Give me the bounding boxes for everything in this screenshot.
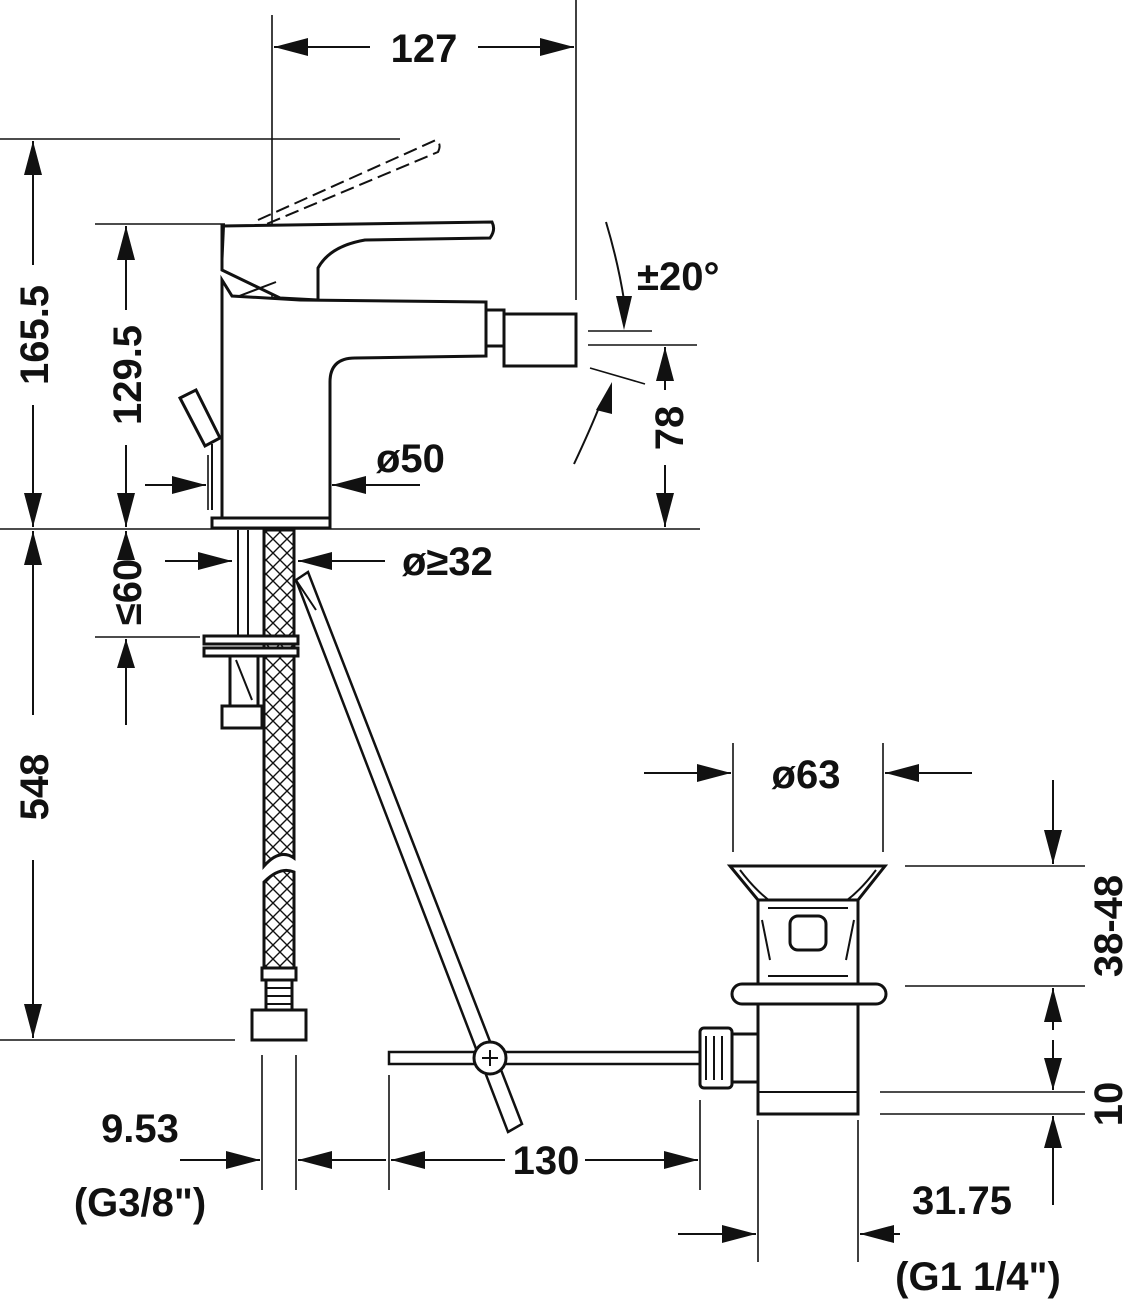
waste-valve	[698, 864, 889, 1116]
dim-hose-length: 548	[0, 531, 235, 1041]
label-548: 548	[13, 754, 57, 821]
popup-rod	[294, 570, 524, 1134]
horizontal-rod	[387, 1040, 709, 1076]
label-o50: ø50	[376, 437, 445, 481]
dim-height-total: 165.5	[0, 138, 400, 527]
label-78: 78	[648, 406, 692, 451]
label-31-75: 31.75	[912, 1179, 1012, 1223]
label-tilt: ±20°	[637, 255, 719, 299]
label-165-5: 165.5	[13, 285, 57, 385]
mixer-body	[177, 138, 578, 530]
label-10: 10	[1087, 1082, 1131, 1127]
dim-hose-size: 9.53 (G3/8")	[74, 1107, 386, 1225]
dim-waste-offset: 10	[880, 1040, 1131, 1205]
label-o63: ø63	[772, 753, 841, 797]
label-129-5: 129.5	[106, 325, 150, 425]
label-130: 130	[513, 1139, 580, 1183]
dim-base-diameter: ø50	[145, 437, 445, 510]
supply-hoses	[202, 528, 308, 1190]
label-le60: ≤60	[106, 559, 150, 625]
dim-waste-clamp: 38-48	[905, 780, 1131, 1030]
label-127: 127	[391, 27, 458, 71]
dim-width-reach: 127	[274, 0, 577, 300]
label-38-48: 38-48	[1087, 875, 1131, 977]
dim-tilt-angle: ±20°	[573, 221, 719, 465]
dim-hole-diameter: ø≥32	[165, 540, 493, 584]
dim-height-spout: 129.5	[95, 223, 225, 527]
label-hole: ø≥32	[402, 540, 493, 584]
label-9-53: 9.53	[101, 1107, 179, 1151]
label-g3-8: (G3/8")	[74, 1181, 206, 1225]
dim-waste-size: 31.75 (G1 1/4")	[678, 1120, 1061, 1299]
dim-spout-height: 78	[588, 344, 697, 527]
dim-waste-diameter: ø63	[644, 743, 972, 852]
label-g1-1-4: (G1 1/4")	[895, 1255, 1061, 1299]
dim-rod-length: 130	[388, 1075, 701, 1190]
dim-deck-thickness: ≤60	[95, 531, 200, 725]
